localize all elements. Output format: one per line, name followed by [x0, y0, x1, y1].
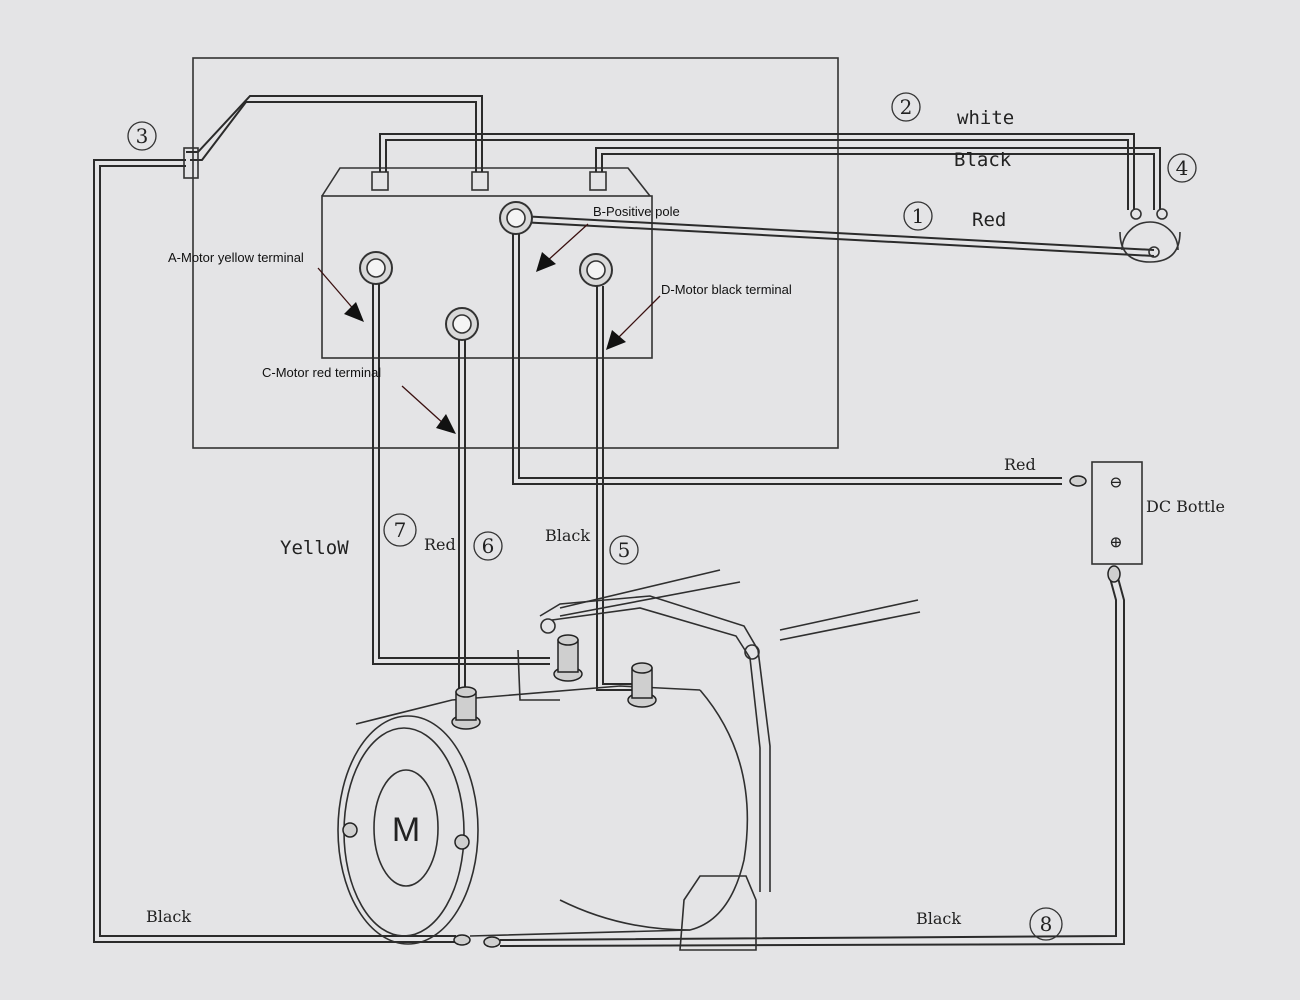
callout-a: A-Motor yellow terminal: [168, 250, 304, 265]
circled-number-5: 5: [609, 535, 639, 565]
label-red-battery: Red: [1004, 455, 1036, 474]
terminal-b-positive: [499, 201, 533, 235]
winch-motor: M: [337, 569, 921, 951]
label-yellow: YelloW: [280, 537, 349, 559]
circled-number-1: 1: [903, 201, 933, 231]
terminal-a-yellow: [359, 251, 393, 285]
switch-socket: [1119, 208, 1181, 263]
ground-wire-right: [499, 577, 1125, 947]
callout-c: C-Motor red terminal: [262, 365, 381, 380]
svg-text:4: 4: [1176, 156, 1189, 180]
control-box: [192, 57, 839, 449]
circled-number-8: 8: [1029, 907, 1063, 941]
motor-stud-yellow: [553, 634, 583, 682]
svg-text:2: 2: [900, 95, 913, 119]
battery-label: DC Bottle: [1146, 497, 1225, 516]
label-white: white: [957, 107, 1014, 129]
circled-number-7: 7: [383, 513, 417, 547]
svg-text:3: 3: [136, 124, 149, 148]
circled-number-2: 2: [891, 92, 921, 122]
label-black-motor: Black: [545, 526, 590, 545]
svg-text:1: 1: [912, 204, 925, 228]
callout-arrows: [317, 223, 661, 434]
terminal-d-black: [579, 253, 613, 287]
terminal-c-red: [445, 307, 479, 341]
callout-b: B-Positive pole: [593, 204, 680, 219]
svg-text:6: 6: [482, 534, 495, 558]
motor-label: M: [392, 811, 420, 849]
label-black-bottom-left: Black: [146, 907, 191, 926]
motor-stud-black: [627, 662, 657, 708]
battery-positive: ⊕: [1109, 533, 1122, 552]
label-black-top: Black: [954, 149, 1012, 171]
label-red-top: Red: [972, 209, 1006, 231]
battery-negative: ⊖: [1109, 473, 1122, 492]
svg-text:8: 8: [1040, 912, 1053, 936]
label-black-bottom-right: Black: [916, 909, 961, 928]
circled-number-3: 3: [127, 121, 157, 151]
ground-wire-left: [93, 147, 456, 943]
callout-d: D-Motor black terminal: [661, 282, 792, 297]
label-red-motor: Red: [424, 535, 456, 554]
circled-number-4: 4: [1167, 153, 1197, 183]
svg-text:7: 7: [394, 518, 407, 542]
motor-wires: [372, 234, 1062, 691]
dc-battery: ⊖ ⊕ DC Bottle: [1069, 461, 1225, 583]
switch-harness-wires: [186, 95, 1161, 257]
motor-stud-red: [451, 686, 481, 730]
svg-text:5: 5: [618, 538, 631, 562]
circled-number-6: 6: [473, 531, 503, 561]
